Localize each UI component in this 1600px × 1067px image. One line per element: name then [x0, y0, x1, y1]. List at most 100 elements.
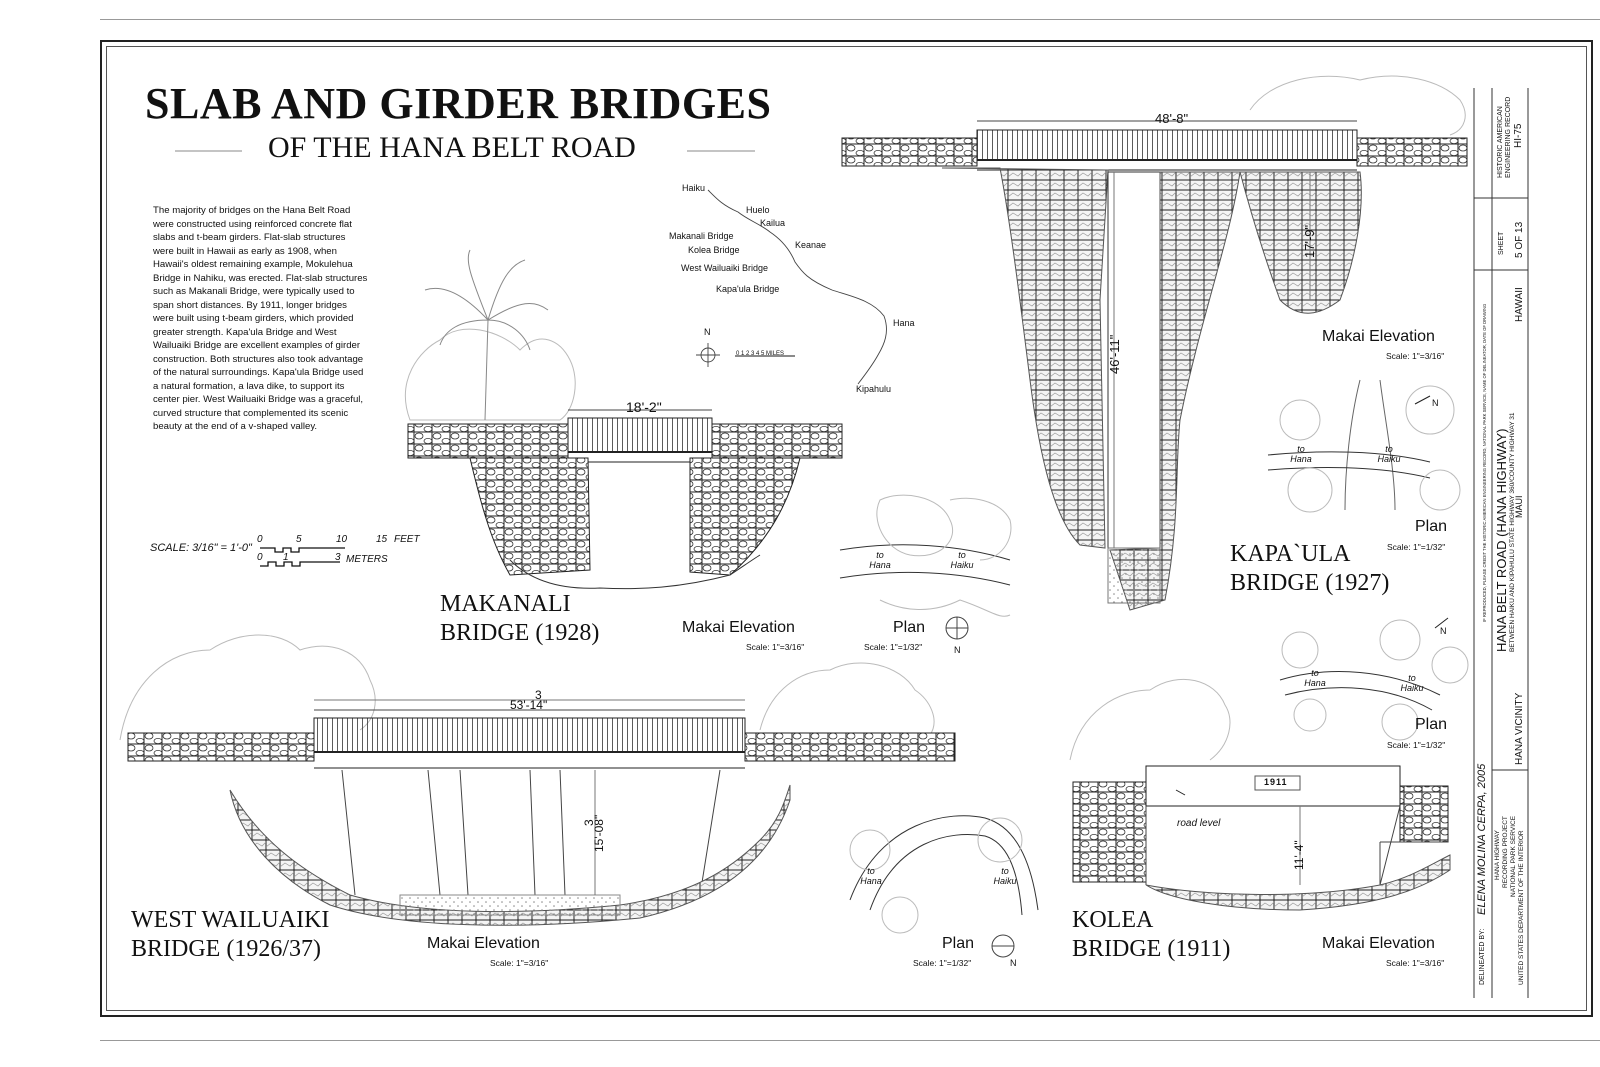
- map-label-kapaula-bridge: Kapa'ula Bridge: [716, 284, 780, 294]
- drawing-frame: [100, 40, 1593, 1017]
- title-block-agency-3: NATIONAL PARK SERVICE: [1510, 815, 1517, 897]
- title-block-county: MAUI: [1514, 495, 1524, 519]
- makanali-foliage: [405, 328, 576, 421]
- kapaula-bridge-drawing: [841, 75, 1468, 611]
- makanali-abutments: [469, 457, 591, 576]
- kapaula-elevation-scale: Scale: 1"=3/16": [1386, 351, 1445, 361]
- title-block-vicinity: HANA VICINITY: [1514, 692, 1525, 765]
- kapaula-foliage: [1249, 75, 1466, 136]
- makanali-ground: [509, 554, 761, 590]
- kapaula-lava-dike: [1109, 171, 1241, 611]
- kapaula-right-slope: [1239, 171, 1362, 314]
- west-wailuaiki-valley: [229, 784, 791, 926]
- scale-meter-3: 3: [335, 552, 341, 563]
- makanali-plan-to-haiku: to Haiku: [950, 550, 974, 570]
- palm-tree: [424, 249, 549, 421]
- kolea-right-wall: [1399, 785, 1449, 843]
- west-wailuaiki-plan-north: N: [1010, 958, 1017, 968]
- kolea-plan-drawing: [1279, 617, 1469, 741]
- west-wailuaiki-plan-label: Plan: [942, 935, 975, 952]
- map-scale: 0 1 2 3 4 5 MILES: [736, 351, 785, 357]
- title-block-frame: [1473, 88, 1529, 998]
- makanali-name-line1: MAKANALI: [440, 591, 571, 617]
- map-label-huelo: Huelo: [746, 205, 770, 215]
- map-label-makanali-bridge: Makanali Bridge: [669, 231, 734, 241]
- kapaula-height-side: 17'-9": [1302, 224, 1317, 258]
- scale-meter-0: 0: [257, 552, 263, 563]
- kapaula-name-line2: BRIDGE (1927): [1230, 570, 1390, 596]
- map-label-kolea-bridge: Kolea Bridge: [688, 245, 740, 255]
- makanali-plan-north: N: [954, 645, 961, 655]
- title-block-state: HAWAII: [1514, 287, 1525, 322]
- west-wailuaiki-elevation-label: Makai Elevation: [427, 935, 540, 952]
- west-wailuaiki-railing: [313, 717, 746, 753]
- kapaula-left-wall: [841, 137, 978, 167]
- title-block-project-title: HANA BELT ROAD (HANA HIGHWAY): [1494, 428, 1509, 652]
- kolea-left-wall: [1072, 781, 1147, 883]
- map-north: N: [704, 327, 711, 337]
- kolea-road-level: road level: [1177, 818, 1221, 829]
- kapaula-span-dim: 48'-8": [1155, 111, 1189, 126]
- makanali-elevation-scale: Scale: 1"=3/16": [746, 642, 805, 652]
- west-wailuaiki-bridge-drawing: [119, 634, 956, 926]
- makanali-span-dim: 18'-2": [626, 399, 662, 415]
- west-wailuaiki-name-line1: WEST WAILUAIKI: [131, 907, 330, 933]
- kapaula-plan-label: Plan: [1415, 518, 1448, 535]
- map-label-kailua: Kailua: [760, 218, 786, 228]
- makanali-right-wall: [711, 423, 843, 459]
- map-label-haiku: Haiku: [682, 183, 706, 193]
- title-block-reproduction-note: IF REPRODUCED, PLEASE CREDIT THE HISTORI…: [1482, 303, 1487, 622]
- west-wailuaiki-plan-drawing: [849, 815, 1039, 958]
- kolea-date-plaque: [1254, 775, 1301, 791]
- intro-text: The majority of bridges on the Hana Belt…: [153, 205, 368, 432]
- kolea-ground: [1145, 854, 1451, 911]
- kolea-plan-to-haiku: to Haiku: [1400, 673, 1424, 693]
- title-block-agency-1: HANA HIGHWAY: [1494, 830, 1501, 880]
- west-wailuaiki-plan-scale: Scale: 1"=1/32": [913, 958, 972, 968]
- kapaula-plan-drawing: [1267, 379, 1461, 513]
- scale-label: SCALE: 3/16" = 1'-0": [150, 542, 252, 554]
- title-block-agency-4: UNITED STATES DEPARTMENT OF THE INTERIOR: [1518, 830, 1525, 985]
- scale-feet-15: 15: [376, 534, 388, 545]
- kolea-elevation-label: Makai Elevation: [1322, 935, 1435, 952]
- kolea-plan-scale: Scale: 1"=1/32": [1387, 740, 1446, 750]
- scale-feet-10: 10: [336, 534, 348, 545]
- scale-meter-1: 1: [283, 552, 289, 563]
- kapaula-name-line1: KAPA`ULA: [1230, 541, 1351, 567]
- west-wailuaiki-name-line2: BRIDGE (1926/37): [131, 936, 321, 962]
- title-block-delineated-label: DELINEATED BY:: [1479, 928, 1486, 985]
- title-block-sheet-label: SHEET: [1498, 231, 1505, 255]
- kolea-plan-label: Plan: [1415, 716, 1448, 733]
- west-wailuaiki-span-dim: 53'-14": [510, 698, 548, 712]
- map-label-hana: Hana: [893, 318, 915, 328]
- title-block-sheet: 5 OF 13: [1514, 221, 1525, 258]
- scale-feet-unit: FEET: [394, 534, 420, 545]
- kolea-name-line1: KOLEA: [1072, 907, 1154, 933]
- kolea-abutment: [1145, 805, 1448, 886]
- makanali-bridge-drawing: [405, 249, 843, 590]
- west-wailuaiki-left-wall: [127, 732, 315, 762]
- kolea-name-line2: BRIDGE (1911): [1072, 936, 1231, 962]
- kapaula-plan-north: N: [1432, 398, 1439, 408]
- makanali-plan-to-hana: to Hana: [869, 550, 891, 570]
- makanali-left-wall: [407, 423, 569, 459]
- sheet-top-line: [100, 19, 1600, 20]
- makanali-plan-scale: Scale: 1"=1/32": [864, 642, 923, 652]
- makanali-railing: [567, 417, 713, 453]
- west-wailuaiki-plan-to-haiku: to Haiku: [993, 866, 1017, 886]
- sheet-bottom-line: [100, 1040, 1600, 1041]
- kolea-elevation-scale: Scale: 1"=3/16": [1386, 958, 1445, 968]
- kolea-bridge-drawing: [1069, 678, 1451, 911]
- kapaula-elevation-label: Makai Elevation: [1322, 328, 1435, 345]
- kapaula-plan-to-haiku: to Haiku: [1377, 444, 1401, 464]
- west-wailuaiki-right-wall: [744, 732, 956, 762]
- location-map: [696, 189, 887, 385]
- west-wailuaiki-elevation-scale: Scale: 1"=3/16": [490, 958, 549, 968]
- title-block-project-sub: BETWEEN HAIKU AND KIPAHULU STATE HIGHWAY…: [1509, 412, 1516, 652]
- title-block-agency-2: RECORDING PROJECT: [1502, 816, 1509, 888]
- west-wailuaiki-foliage: [119, 634, 376, 741]
- page-subtitle: OF THE HANA BELT ROAD: [268, 131, 636, 164]
- makanali-name-line2: BRIDGE (1928): [440, 620, 600, 646]
- kapaula-plan-to-hana: to Hana: [1290, 444, 1312, 464]
